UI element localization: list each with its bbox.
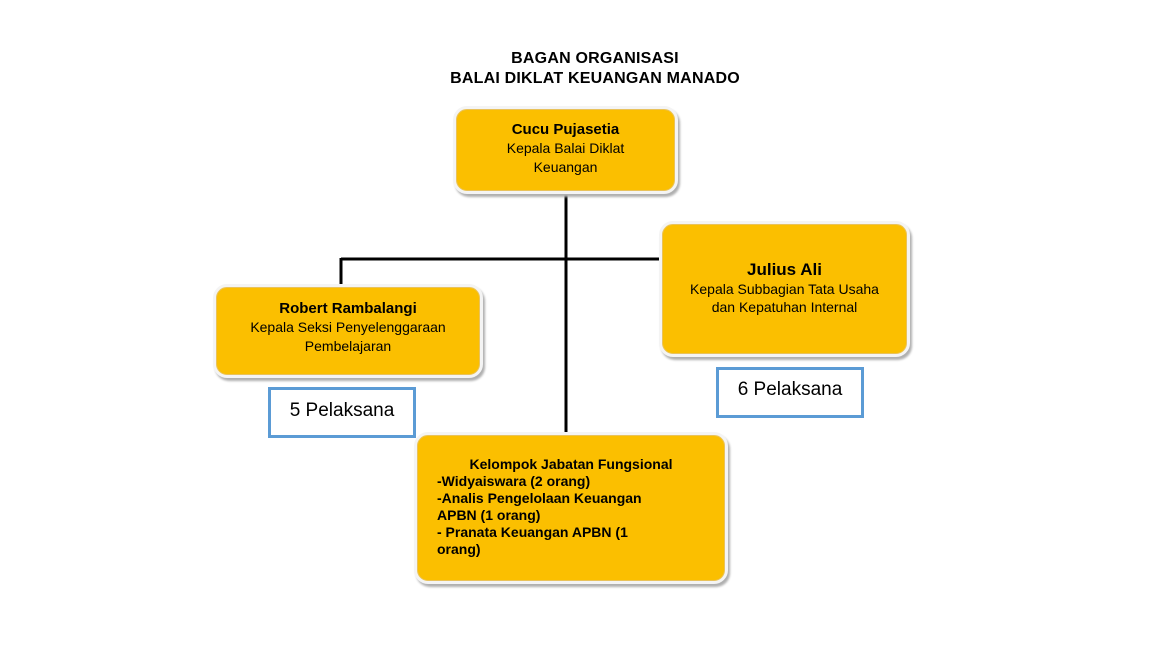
chart-subtitle: BALAI DIKLAT KEUANGAN MANADO [450, 70, 740, 87]
org-node-fungsional: Kelompok Jabatan Fungsional -Widyaiswara… [414, 432, 728, 584]
julius-role-line1: Kepala Subbagian Tata Usaha [690, 281, 879, 297]
fungsional-member: - Pranata Keuangan APBN (1 [437, 524, 628, 540]
robert-role-line1: Kepala Seksi Penyelenggaraan [250, 319, 446, 335]
robert-name: Robert Rambalangi [279, 300, 417, 317]
fungsional-member: orang) [437, 541, 481, 557]
fungsional-member: -Widyaiswara (2 orang) [437, 473, 591, 489]
org-node-julius: Julius Ali Kepala Subbagian Tata Usaha d… [659, 221, 910, 357]
julius-staff-box: 6 Pelaksana [716, 367, 864, 418]
fungsional-member: -Analis Pengelolaan Keuangan [437, 490, 642, 506]
org-node-head: Cucu Pujasetia Kepala Balai Diklat Keuan… [453, 106, 678, 194]
robert-role-line2: Pembelajaran [304, 338, 392, 354]
fungsional-member: APBN (1 orang) [437, 507, 541, 523]
chart-title: BAGAN ORGANISASI [511, 50, 679, 67]
org-node-robert: Robert Rambalangi Kepala Seksi Penyeleng… [213, 284, 483, 378]
head-role-line2: Keuangan [533, 159, 598, 175]
robert-staff-box: 5 Pelaksana [268, 387, 416, 438]
julius-name: Julius Ali [747, 260, 822, 279]
fungsional-title: Kelompok Jabatan Fungsional [469, 456, 673, 472]
head-role-line1: Kepala Balai Diklat [506, 140, 625, 156]
julius-role-line2: dan Kepatuhan Internal [711, 299, 858, 315]
head-name: Cucu Pujasetia [511, 121, 620, 138]
